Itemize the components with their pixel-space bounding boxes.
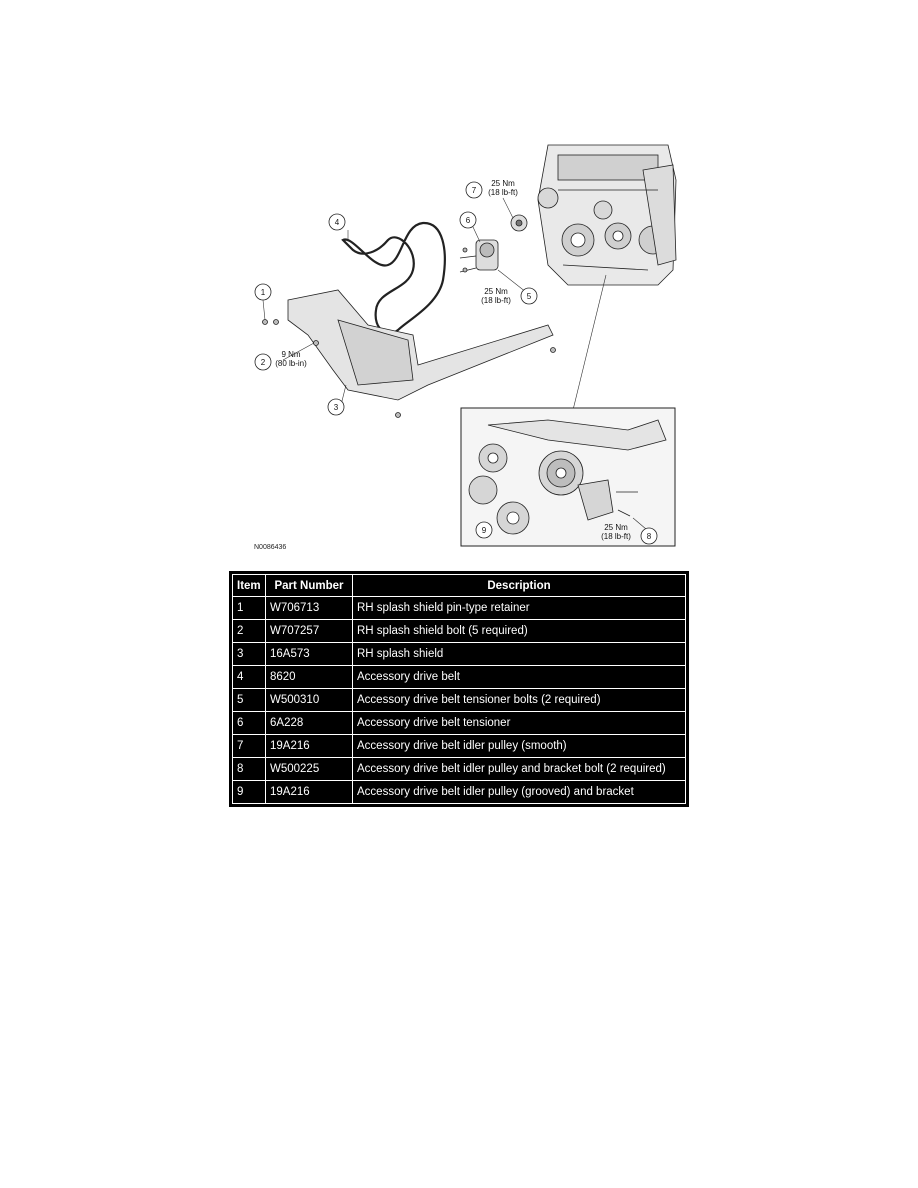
callout-number: 1 bbox=[261, 288, 266, 297]
callout-torque-imperial: (80 lb-in) bbox=[275, 359, 307, 368]
cell-description: Accessory drive belt tensioner bbox=[352, 711, 686, 735]
cell-description: Accessory drive belt bbox=[352, 665, 686, 689]
callout-number: 6 bbox=[466, 216, 471, 225]
cell-part-number: W706713 bbox=[265, 596, 353, 620]
callout-number: 4 bbox=[335, 218, 340, 227]
callout-number: 2 bbox=[261, 358, 266, 367]
cell-item: 9 bbox=[232, 780, 266, 804]
belt-tensioner bbox=[459, 239, 499, 273]
parts-table: Item Part Number Description 1 W706713 R… bbox=[232, 574, 686, 804]
callout-torque-imperial: (18 lb-ft) bbox=[488, 188, 518, 197]
cell-part-number: 16A573 bbox=[265, 642, 353, 666]
cell-description: RH splash shield bolt (5 required) bbox=[352, 619, 686, 643]
callout-9: 9 bbox=[475, 521, 493, 539]
illustration-svg: 1 2 9 Nm (80 lb-in) 3 4 5 25 Nm (18 lb-f… bbox=[254, 144, 677, 547]
cell-part-number: W500310 bbox=[265, 688, 353, 712]
parts-table-container: Item Part Number Description 1 W706713 R… bbox=[229, 571, 689, 807]
column-header-part-number: Part Number bbox=[265, 574, 353, 597]
callout-number: 7 bbox=[472, 186, 477, 195]
exploded-view-illustration: 1 2 9 Nm (80 lb-in) 3 4 5 25 Nm (18 lb-f… bbox=[248, 140, 678, 560]
cell-description: Accessory drive belt idler pulley and br… bbox=[352, 757, 686, 781]
cell-part-number: 8620 bbox=[265, 665, 353, 689]
callout-8: 8 25 Nm (18 lb-ft) bbox=[601, 523, 658, 545]
callout-torque-imperial: (18 lb-ft) bbox=[481, 296, 511, 305]
cell-item: 4 bbox=[232, 665, 266, 689]
table-row: 9 19A216 Accessory drive belt idler pull… bbox=[232, 780, 686, 804]
cell-item: 5 bbox=[232, 688, 266, 712]
cell-description: RH splash shield bbox=[352, 642, 686, 666]
callout-torque: 25 Nm bbox=[604, 523, 628, 532]
cell-part-number: 19A216 bbox=[265, 734, 353, 758]
callout-1: 1 bbox=[254, 283, 272, 301]
table-row: 1 W706713 RH splash shield pin-type reta… bbox=[232, 596, 686, 620]
callout-4: 4 bbox=[328, 213, 346, 231]
table-row: 3 16A573 RH splash shield bbox=[232, 642, 686, 666]
callout-number: 3 bbox=[334, 403, 339, 412]
cell-item: 3 bbox=[232, 642, 266, 666]
callout-number: 8 bbox=[647, 532, 652, 541]
cell-item: 2 bbox=[232, 619, 266, 643]
cell-description: RH splash shield pin-type retainer bbox=[352, 596, 686, 620]
callout-7: 7 25 Nm (18 lb-ft) bbox=[465, 179, 518, 199]
table-row: 5 W500310 Accessory drive belt tensioner… bbox=[232, 688, 686, 712]
inset-detail bbox=[460, 407, 676, 547]
callout-torque: 25 Nm bbox=[491, 179, 515, 188]
idler-pulley-smooth bbox=[510, 214, 528, 232]
callout-torque: 9 Nm bbox=[281, 350, 300, 359]
table-row: 6 6A228 Accessory drive belt tensioner bbox=[232, 711, 686, 735]
callout-number: 9 bbox=[482, 526, 487, 535]
figure-id: N0086436 bbox=[254, 544, 287, 551]
callout-2: 2 9 Nm (80 lb-in) bbox=[254, 350, 307, 371]
rh-splash-shield bbox=[287, 289, 554, 401]
callout-5: 5 25 Nm (18 lb-ft) bbox=[481, 287, 538, 305]
callout-torque-imperial: (18 lb-ft) bbox=[601, 532, 631, 541]
table-row: 2 W707257 RH splash shield bolt (5 requi… bbox=[232, 619, 686, 643]
column-header-description: Description bbox=[352, 574, 686, 597]
table-row: 7 19A216 Accessory drive belt idler pull… bbox=[232, 734, 686, 758]
cell-description: Accessory drive belt idler pulley (smoot… bbox=[352, 734, 686, 758]
table-row: 8 W500225 Accessory drive belt idler pul… bbox=[232, 757, 686, 781]
cell-part-number: 19A216 bbox=[265, 780, 353, 804]
cell-part-number: W500225 bbox=[265, 757, 353, 781]
engine-drawing bbox=[537, 144, 677, 286]
cell-description: Accessory drive belt idler pulley (groov… bbox=[352, 780, 686, 804]
cell-part-number: 6A228 bbox=[265, 711, 353, 735]
cell-item: 1 bbox=[232, 596, 266, 620]
callout-torque: 25 Nm bbox=[484, 287, 508, 296]
cell-part-number: W707257 bbox=[265, 619, 353, 643]
cell-description: Accessory drive belt tensioner bolts (2 … bbox=[352, 688, 686, 712]
cell-item: 6 bbox=[232, 711, 266, 735]
cell-item: 8 bbox=[232, 757, 266, 781]
column-header-item: Item bbox=[232, 574, 266, 597]
callout-number: 5 bbox=[527, 292, 532, 301]
fasteners bbox=[262, 247, 556, 418]
callout-6: 6 bbox=[459, 211, 477, 229]
callout-3: 3 bbox=[327, 398, 345, 416]
table-header-row: Item Part Number Description bbox=[232, 574, 686, 597]
accessory-drive-belt bbox=[341, 221, 446, 335]
cell-item: 7 bbox=[232, 734, 266, 758]
table-row: 4 8620 Accessory drive belt bbox=[232, 665, 686, 689]
